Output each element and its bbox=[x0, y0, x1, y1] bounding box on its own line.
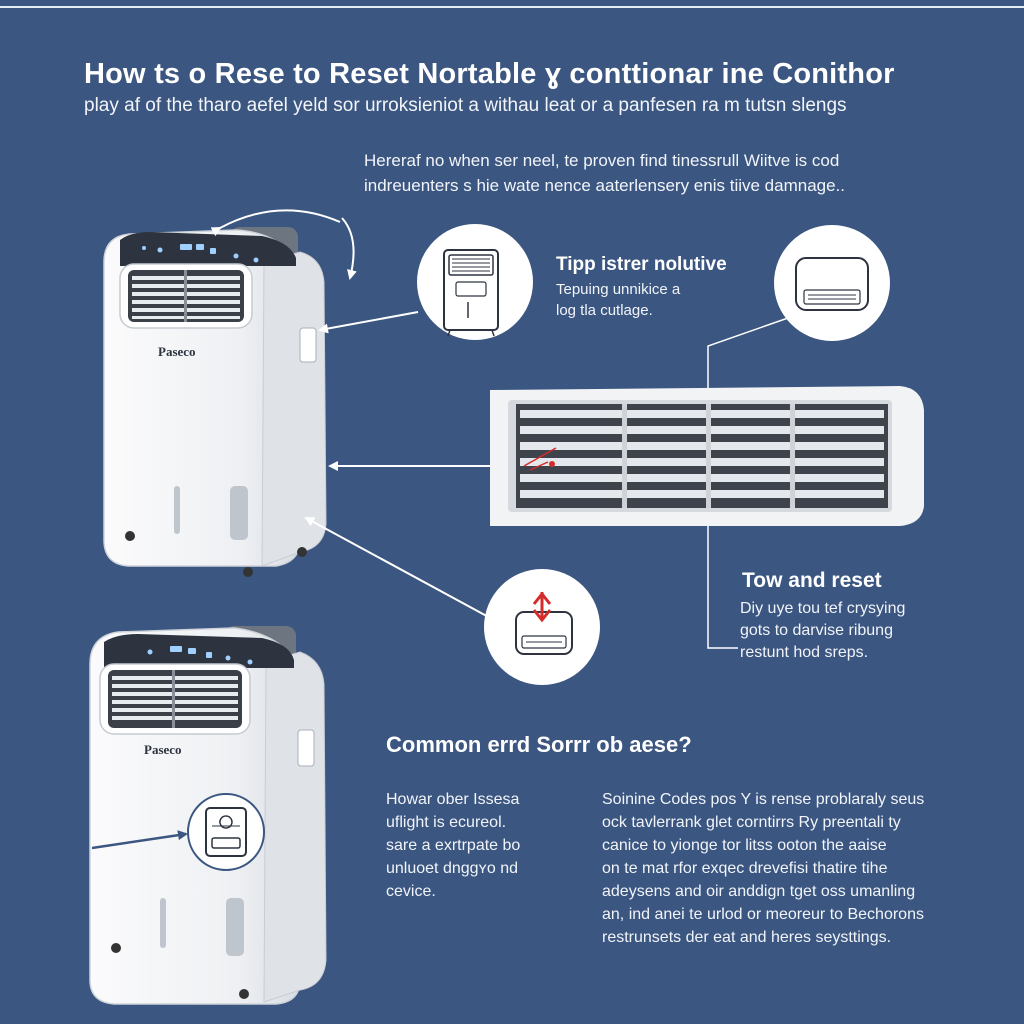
vent-closeup bbox=[490, 386, 924, 526]
tip-line: Tepuing unnikice a bbox=[556, 281, 681, 298]
common-right-line: an, ind anei te urlod or meoreur to Bech… bbox=[602, 906, 924, 923]
common-left-line: Howar ober Issesa bbox=[386, 791, 520, 808]
common-right-line: ock tavlerrank glet corntirrs Ry preenta… bbox=[602, 814, 901, 831]
common-left-line: unluoet dnggʏo nd bbox=[386, 860, 518, 877]
common-left-line: cevice. bbox=[386, 883, 436, 900]
reset-line: restunt hod sreps. bbox=[740, 644, 869, 661]
control-panel-callout bbox=[187, 793, 265, 871]
reset-heading: Tow and reset bbox=[742, 569, 882, 592]
reset-line: Diy uye tou tef crysying bbox=[740, 600, 906, 617]
top-brand-label: Paseco bbox=[158, 344, 196, 359]
common-left-line: sare a exrtrpate bo bbox=[386, 837, 521, 854]
reset-body: Diy uye tou tef crysying gots to darvise… bbox=[740, 598, 905, 664]
common-right-line: restrunsets der eat and heres seysttings… bbox=[602, 929, 892, 946]
tip-heading: Tipp istrer nolutive bbox=[556, 254, 727, 275]
intro-text: Hereraf no when ser neel, te proven find… bbox=[364, 148, 924, 198]
tip-line: log tla cutlage. bbox=[556, 302, 653, 319]
window-unit-icon bbox=[774, 225, 890, 341]
reset-line: gots to darvise ribung bbox=[740, 622, 893, 639]
common-right-line: Soinine Codes pos Y is rense problaraly … bbox=[602, 791, 925, 808]
page-title: How ts o Rese to Reset Nortable ɣ contti… bbox=[84, 58, 895, 90]
common-left-column: Howar ober Issesa uflight is ecureol. sa… bbox=[386, 788, 520, 903]
page-subtitle: play af of the tharo aefel yeld sor urro… bbox=[84, 95, 847, 116]
common-right-line: adeysens and oir anddign tget oss umanli… bbox=[602, 883, 916, 900]
common-left-line: uflight is ecureol. bbox=[386, 814, 507, 831]
common-right-line: on te mat rfor exqec drevefisi thatire t… bbox=[602, 860, 888, 877]
intro-line: Hereraf no when ser neel, te proven find… bbox=[364, 151, 840, 170]
top-divider bbox=[0, 6, 1024, 8]
tip-body: Tepuing unnikice a log tla cutlage. bbox=[556, 279, 680, 321]
intro-line: indreuenters s hie wate nence aaterlense… bbox=[364, 176, 846, 195]
bottom-brand-label: Paseco bbox=[144, 742, 182, 757]
common-right-line: canice to yionge tor litss ooton the aai… bbox=[602, 837, 887, 854]
common-right-column: Soinine Codes pos Y is rense problaraly … bbox=[602, 788, 924, 949]
reset-icon bbox=[484, 569, 600, 685]
top-ac-unit bbox=[103, 227, 327, 577]
common-errors-heading: Common errd Sorrr ob aese? bbox=[386, 732, 692, 757]
portable-unit-icon bbox=[417, 224, 533, 340]
